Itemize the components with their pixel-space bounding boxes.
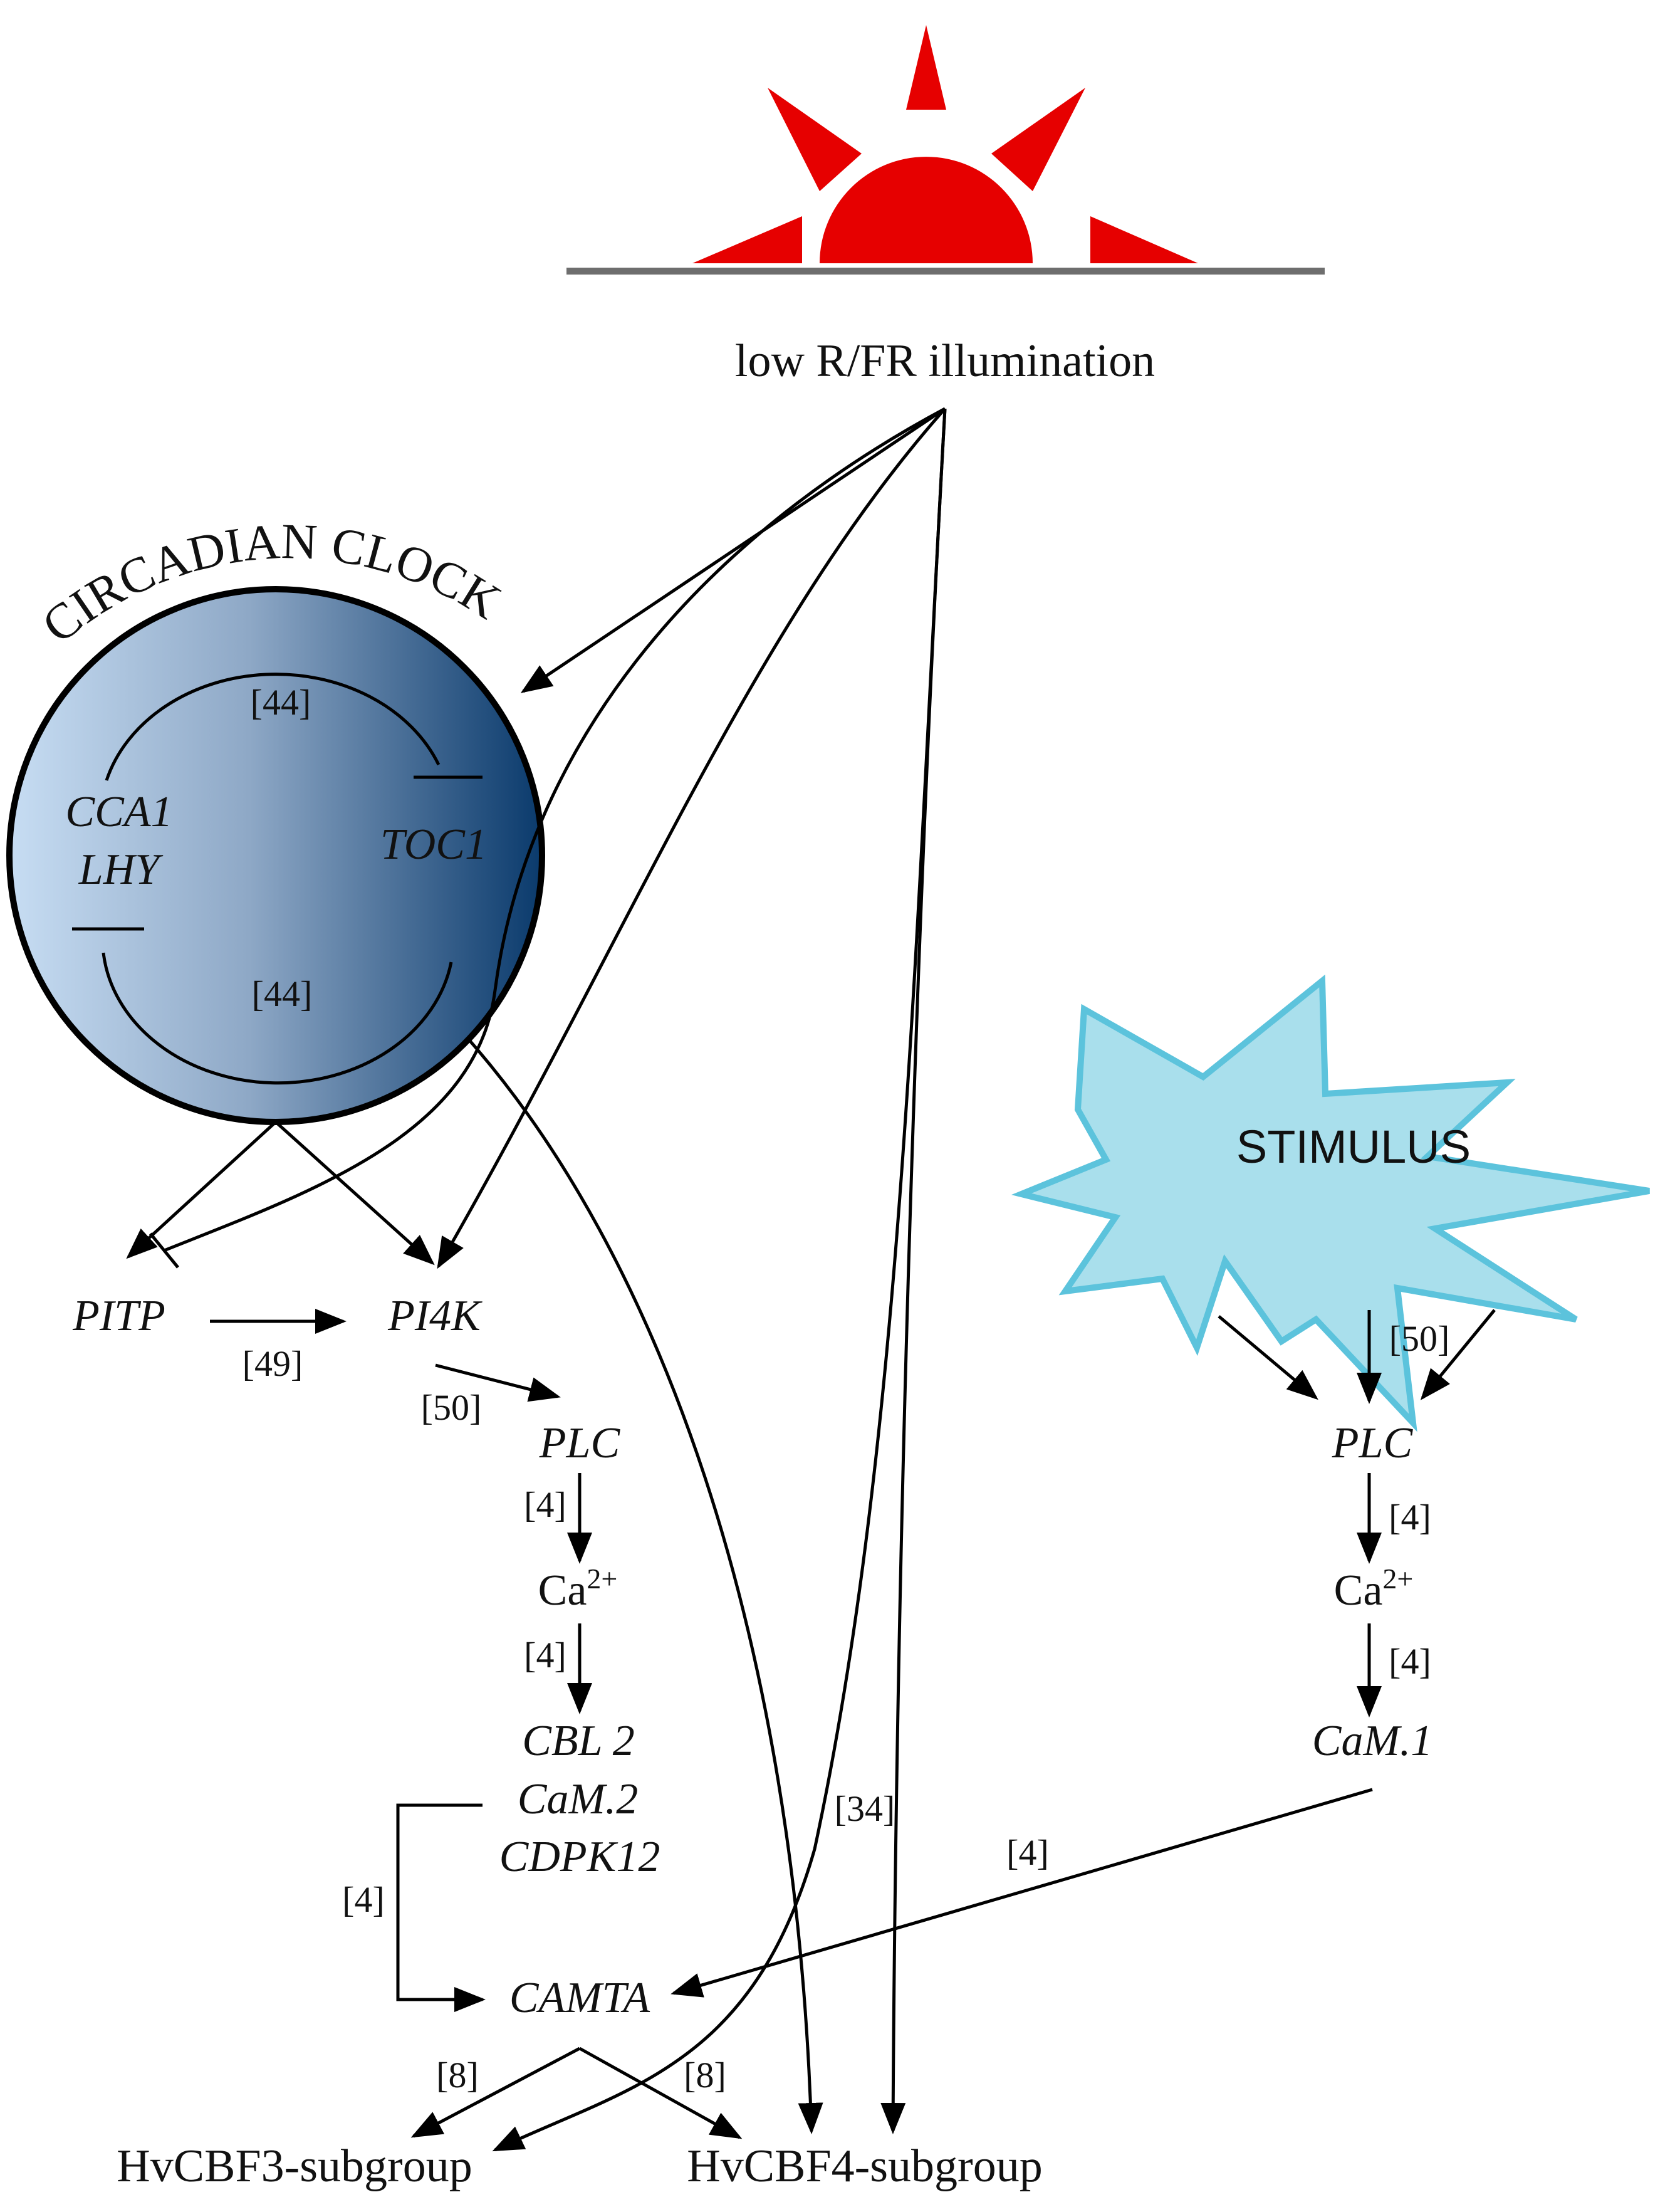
gene-lhy: LHY [78, 846, 164, 894]
edge-camta-cbf3 [410, 2047, 581, 2138]
edge-clock-pitp [126, 1121, 277, 1259]
edge-stim-plc-3 [1420, 1309, 1496, 1400]
gene-toc1: TOC1 [380, 820, 487, 869]
node-cam1: CaM.1 [1312, 1717, 1433, 1765]
edge-light-clock [520, 407, 946, 693]
edge-light-cbf3 [492, 408, 947, 2152]
light-condition-label: low R/FR illumination [735, 335, 1155, 387]
node-pi4k: PI4K [387, 1292, 483, 1340]
ref-light-cbf4: [34] [835, 1788, 895, 1829]
node-plc-right: PLC [1332, 1419, 1414, 1467]
node-cdpk12: CDPK12 [499, 1833, 660, 1881]
stimulus-burst [1011, 974, 1650, 1432]
inhibit-bar-pitp [149, 1232, 179, 1269]
horizon-line [566, 268, 1325, 275]
ref-stim-plc: [50] [1389, 1318, 1450, 1359]
ref-camta-cbf4: [8] [684, 2055, 726, 2095]
edge-cam1-camta [670, 1788, 1373, 1998]
edge-pi4k-plc [435, 1363, 561, 1402]
edge-light-cbf4 [880, 408, 947, 2134]
ref-clock-top: [44] [251, 682, 311, 723]
edge-light-pi4k [437, 407, 946, 1269]
edge-camta-cbf4 [578, 2047, 743, 2139]
node-ca-left: Ca2+ [538, 1563, 618, 1615]
gene-cca1: CCA1 [65, 788, 172, 836]
edge-stim-plc-1 [1218, 1315, 1318, 1400]
ref-camta-cbf3: [8] [436, 2055, 479, 2095]
edge-cbl-camta [396, 1803, 486, 2012]
circadian-clock [6, 586, 545, 1125]
sun-icon [566, 25, 1325, 275]
node-cbl2: CBL 2 [522, 1717, 635, 1765]
ref-ca-cam-right: [4] [1389, 1641, 1431, 1682]
ref-cbl-camta: [4] [342, 1879, 385, 1920]
ref-pi4k-plc: [50] [421, 1387, 482, 1428]
node-cam2: CaM.2 [518, 1775, 639, 1823]
edge-clock-cbf4 [466, 1036, 823, 2134]
output-cbf3: HvCBF3-subgroup [117, 2141, 472, 2192]
ref-plc-ca-left: [4] [524, 1484, 566, 1525]
edge-clock-pi4k [274, 1121, 435, 1266]
ref-plc-ca-right: [4] [1389, 1497, 1431, 1538]
ref-clock-bottom: [44] [252, 973, 313, 1014]
edge-light-pitp-inhibit [164, 407, 946, 1252]
node-ca-right: Ca2+ [1334, 1563, 1414, 1615]
node-camta: CAMTA [509, 1974, 650, 2022]
ref-cam1-camta: [4] [1006, 1832, 1049, 1873]
node-pitp: PITP [72, 1292, 165, 1340]
stimulus-label: STIMULUS [1236, 1121, 1471, 1173]
output-cbf4: HvCBF4-subgroup [687, 2141, 1042, 2192]
ref-ca-cbl-left: [4] [524, 1635, 566, 1675]
ref-pitp-pi4k: [49] [243, 1343, 303, 1384]
node-plc-left: PLC [539, 1419, 621, 1467]
